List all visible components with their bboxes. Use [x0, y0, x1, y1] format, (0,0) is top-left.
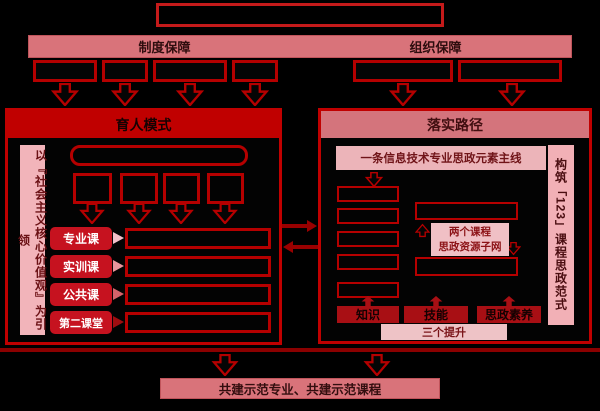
- subnet-label-line2: 思政资源子网: [438, 240, 502, 253]
- path-item-box: [337, 186, 399, 202]
- path-item-box: [337, 254, 399, 270]
- arrow-down-icon: [176, 83, 204, 106]
- guarantee-item-box: [458, 60, 562, 82]
- education-model-title: 育人模式: [8, 111, 279, 138]
- course-content-box: [125, 228, 271, 249]
- guarantee-item-box: [153, 60, 227, 82]
- guarantee-item-box: [102, 60, 148, 82]
- arrow-down-icon: [79, 203, 105, 224]
- arrow-down-icon: [51, 83, 79, 106]
- guarantee-item-box: [232, 60, 278, 82]
- subnet-label: 两个课程 思政资源子网: [431, 223, 509, 256]
- arrow-down-icon: [389, 83, 417, 106]
- course-button-practical: 实训课: [50, 255, 112, 278]
- model-item-box: [207, 173, 244, 204]
- path-item-box: [337, 208, 399, 224]
- divider-line: [0, 348, 600, 352]
- subnet-bottom-box: [415, 257, 518, 276]
- arrow-up-icon: [415, 221, 430, 240]
- guarantee-item-box: [33, 60, 97, 82]
- model-item-box: [120, 173, 158, 204]
- arrow-right-icon: [113, 232, 124, 244]
- mainline-band: 一条信息技术专业思政元素主线: [336, 146, 546, 170]
- arrow-down-icon: [363, 354, 391, 376]
- organizational-guarantee-label: 组织保障: [409, 40, 462, 55]
- arrow-up-icon: [502, 296, 516, 306]
- core-values-side-label: 以『社会主义核心价值观』为引领: [17, 145, 48, 335]
- subnet-label-line1: 两个课程: [449, 226, 491, 239]
- bottom-banner: 共建示范专业、共建示范课程: [160, 378, 440, 399]
- arrow-down-icon: [241, 83, 269, 106]
- arrow-down-icon: [111, 83, 139, 106]
- institutional-guarantee-label: 制度保障: [138, 40, 191, 55]
- model-item-box: [73, 173, 112, 204]
- course-button-major: 专业课: [50, 227, 112, 250]
- arrow-down-icon: [212, 203, 238, 224]
- arrow-down-icon: [126, 203, 152, 224]
- arrow-up-icon: [429, 296, 443, 306]
- three-improvements-band: 三个提升: [381, 324, 507, 340]
- subnet-top-box: [415, 202, 518, 220]
- arrow-right-icon: [282, 219, 318, 233]
- model-item-box: [163, 173, 200, 204]
- paradigm-side-label: 构筑「123」课程思政范式: [548, 145, 574, 325]
- path-item-box: [337, 231, 399, 247]
- outcome-skill: 技能: [404, 306, 468, 323]
- arrow-right-icon: [113, 260, 124, 272]
- outcome-ideology: 思政素养: [477, 306, 541, 323]
- arrow-right-icon: [113, 316, 124, 328]
- title-box: [156, 3, 444, 27]
- implementation-path-title: 落实路径: [321, 111, 589, 138]
- course-button-public: 公共课: [50, 283, 112, 306]
- arrow-down-icon: [364, 172, 384, 187]
- course-button-second-classroom: 第二课堂: [50, 311, 112, 334]
- arrow-down-icon: [211, 354, 239, 376]
- arrow-up-icon: [361, 296, 375, 306]
- guarantee-band: 制度保障 组织保障: [28, 35, 572, 58]
- outcome-knowledge: 知识: [337, 306, 399, 323]
- model-top-box: [70, 145, 248, 166]
- course-content-box: [125, 312, 271, 333]
- guarantee-item-box: [353, 60, 453, 82]
- course-content-box: [125, 256, 271, 277]
- arrow-down-icon: [498, 83, 526, 106]
- course-content-box: [125, 284, 271, 305]
- education-model-panel: 育人模式 以『社会主义核心价值观』为引领 专业课 实训课 公共课 第二课堂: [5, 108, 282, 345]
- implementation-path-panel: 落实路径 构筑「123」课程思政范式 一条信息技术专业思政元素主线 两个课程 思…: [318, 108, 592, 344]
- arrow-left-icon: [282, 240, 318, 254]
- arrow-down-icon: [168, 203, 194, 224]
- arrow-right-icon: [113, 288, 124, 300]
